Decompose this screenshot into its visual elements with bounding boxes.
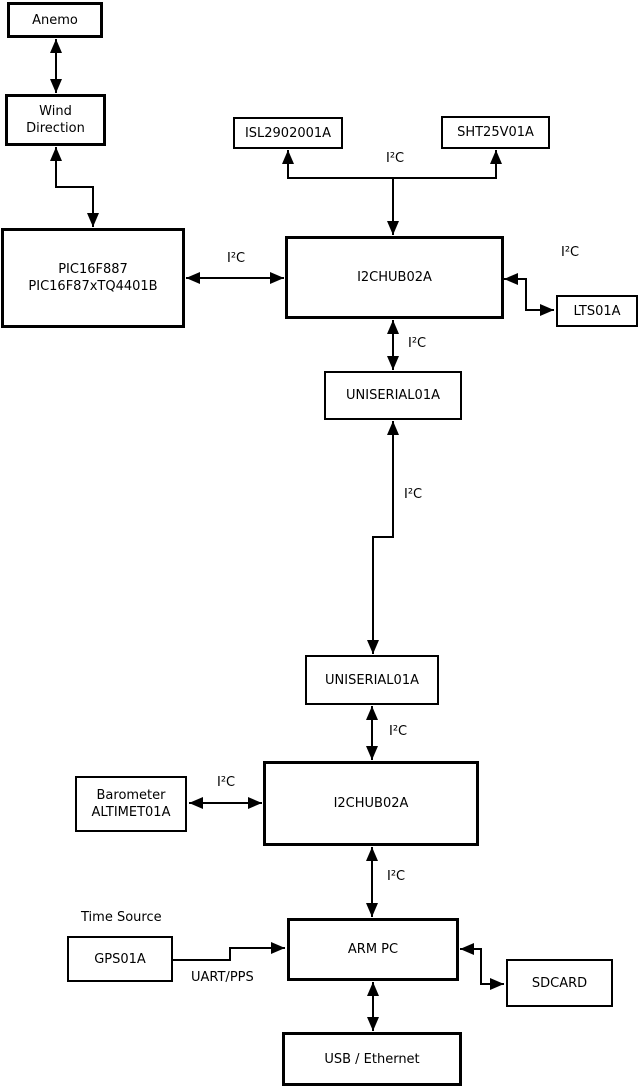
edge-label-i2c-barometer-hub2: I²C bbox=[217, 775, 236, 790]
node-wind-direction-label-line1: Wind bbox=[39, 104, 72, 119]
node-wind-direction-label-line2: Direction bbox=[26, 121, 85, 136]
node-lts01a-label: LTS01A bbox=[573, 303, 621, 319]
node-gps01a-label: GPS01A bbox=[94, 951, 146, 967]
connector-uniserial1-uniserial2 bbox=[367, 421, 399, 654]
edge-label-i2c-hub-lts: I²C bbox=[561, 245, 580, 260]
node-sht25v01a-label: SHT25V01A bbox=[457, 125, 534, 140]
edge-label-uart-pps: UART/PPS bbox=[191, 970, 254, 985]
node-uniserial01a-bottom-label: UNISERIAL01A bbox=[325, 672, 419, 688]
node-pic-controller: PIC16F887 PIC16F87xTQ4401B bbox=[1, 228, 185, 328]
node-lts01a: LTS01A bbox=[556, 295, 638, 327]
edge-label-i2c-hub2-armpc: I²C bbox=[387, 869, 406, 884]
node-sdcard-label: SDCARD bbox=[531, 975, 588, 991]
node-i2chub02a-bottom: I2CHUB02A bbox=[263, 761, 479, 846]
edge-label-i2c-uniserial-link: I²C bbox=[404, 487, 423, 502]
node-anemo: Anemo bbox=[7, 2, 103, 38]
node-uniserial01a-top: UNISERIAL01A bbox=[324, 371, 462, 420]
node-i2chub02a-top: I2CHUB02A bbox=[285, 236, 504, 319]
edge-label-i2c-sensor-branch: I²C bbox=[386, 151, 405, 166]
node-pic-label-line1: PIC16F887 bbox=[58, 262, 128, 277]
node-anemo-label: Anemo bbox=[32, 12, 78, 28]
node-barometer-label-line2: ALTIMET01A bbox=[91, 805, 171, 820]
node-uniserial01a-bottom: UNISERIAL01A bbox=[305, 655, 439, 705]
node-barometer-altimet01a: Barometer ALTIMET01A bbox=[75, 776, 187, 832]
node-usb-ethernet-label: USB / Ethernet bbox=[324, 1051, 420, 1067]
node-pic-label-line2: PIC16F87xTQ4401B bbox=[28, 279, 158, 294]
connector-armpc-sdcard bbox=[460, 943, 504, 990]
node-arm-pc: ARM PC bbox=[287, 918, 459, 981]
node-barometer-label-line1: Barometer bbox=[96, 788, 166, 803]
node-usb-ethernet: USB / Ethernet bbox=[282, 1032, 462, 1086]
connector-wind-pic bbox=[50, 147, 99, 227]
node-gps01a: GPS01A bbox=[67, 936, 173, 982]
node-i2chub02a-top-label: I2CHUB02A bbox=[357, 270, 432, 285]
edge-label-i2c-pic-hub: I²C bbox=[227, 251, 246, 266]
edge-label-i2c-hub-uniserial: I²C bbox=[408, 336, 427, 351]
node-uniserial01a-top-label: UNISERIAL01A bbox=[346, 388, 440, 403]
node-isl2902001a-label: ISL2902001A bbox=[244, 125, 332, 141]
connector-gps-armpc bbox=[173, 942, 285, 961]
node-sht25v01a: SHT25V01A bbox=[441, 116, 550, 149]
node-isl2902001a: ISL2902001A bbox=[233, 117, 343, 149]
node-wind-direction: Wind Direction bbox=[5, 94, 106, 146]
edge-label-i2c-uniserial-hub2: I²C bbox=[389, 724, 408, 739]
connector-hub1-lts bbox=[504, 273, 554, 316]
node-arm-pc-label: ARM PC bbox=[347, 942, 399, 957]
node-sdcard: SDCARD bbox=[506, 959, 613, 1007]
node-i2chub02a-bottom-label: I2CHUB02A bbox=[333, 796, 409, 811]
edge-label-time-source: Time Source bbox=[81, 910, 162, 925]
